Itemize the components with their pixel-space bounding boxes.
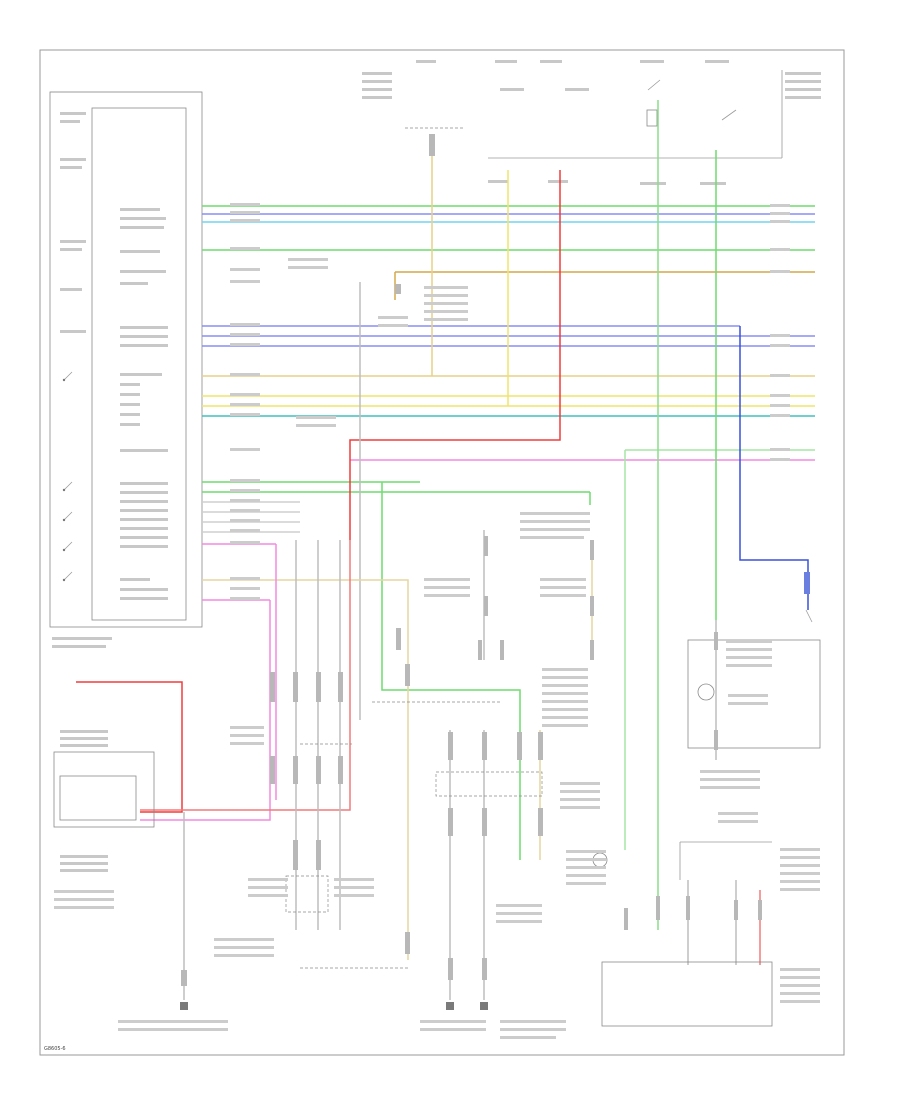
wire-red-vertical <box>349 170 561 540</box>
switch-icon <box>62 371 73 582</box>
sensor-connector-center <box>285 701 543 969</box>
hvac-control-module <box>49 91 203 628</box>
connector-icon <box>181 134 810 986</box>
wire-red-left <box>76 681 183 813</box>
wire-green-vertical-3 <box>381 482 521 860</box>
diagram-frame <box>39 49 845 1056</box>
component-labels <box>54 203 820 1039</box>
footer-code: G8605-6 <box>44 1046 66 1052</box>
wire-red-left-2 <box>140 540 351 811</box>
wire-blue-vertical <box>739 326 809 610</box>
motor-icon <box>592 683 715 868</box>
wire-pink-vertical-2 <box>140 600 271 821</box>
bottom-right-module <box>601 841 773 1027</box>
top-fuse-area <box>362 60 821 185</box>
vertical-wires <box>76 100 809 1000</box>
wire-yellow-vertical-2 <box>300 579 409 960</box>
ground-icon <box>180 1002 488 1010</box>
actuator-module-left <box>53 730 155 872</box>
module-pin-labels <box>52 112 168 648</box>
actuator-box-right <box>687 609 821 749</box>
